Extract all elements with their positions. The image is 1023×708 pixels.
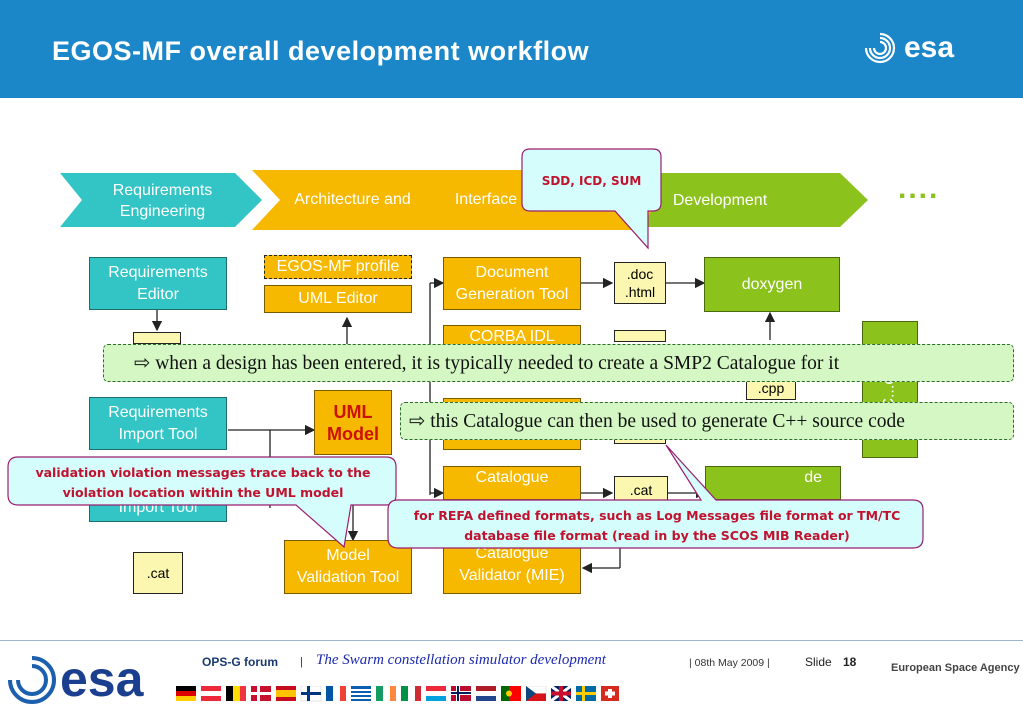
flag-luxembourg-icon (426, 686, 446, 701)
phase-interface-label: Interface (454, 191, 518, 208)
validation-callout-text: validation violation messages trace back… (35, 465, 371, 500)
esa-logo-top-text: esa (904, 31, 954, 64)
flag-norway-icon (451, 686, 471, 701)
phase-requirements-chevron (60, 173, 262, 227)
footer-presentation-title: The Swarm constellation simulator develo… (316, 652, 606, 668)
cpp-file: .cpp (746, 378, 796, 400)
requirements-import-tool-box[interactable]: Requirements Import Tool (89, 397, 227, 450)
flag-denmark-icon (251, 686, 271, 701)
phase-development-chevron (640, 173, 868, 227)
flag-switzerland-icon (601, 686, 619, 701)
flag-austria-icon (201, 686, 221, 701)
sdd-callout-text: SDD, ICD, SUM (541, 174, 642, 188)
refa-callout-text: for REFA defined formats, such as Log Me… (413, 508, 901, 543)
footer-slide-label: Slide (805, 655, 832, 669)
doc-html-file: .doc .html (614, 262, 666, 304)
flag-germany-icon (176, 686, 196, 701)
flag-belgium-icon (226, 686, 246, 701)
document-generation-tool-box[interactable]: Document Generation Tool (443, 257, 581, 310)
flag-greece-icon (351, 686, 371, 701)
header-bar (0, 0, 1023, 98)
member-flags-strip (176, 686, 619, 702)
flag-netherlands-icon (476, 686, 496, 701)
flag-uk-icon (550, 686, 572, 702)
page-title: EGOS-MF overall development workflow (52, 36, 590, 66)
sdd-callout-shape (521, 148, 662, 250)
flag-france-icon (326, 686, 346, 701)
uml-model-box[interactable]: UML Model (314, 390, 392, 455)
validation-callout-shape (7, 456, 397, 549)
model-validation-tool-box[interactable]: Model Validation Tool (284, 540, 412, 594)
egos-mf-profile-box[interactable]: EGOS-MF profile (264, 255, 412, 279)
code-generator-box[interactable]: de (705, 466, 841, 500)
flag-portugal-icon (501, 686, 521, 701)
footer-forum: OPS-G forum (202, 655, 279, 669)
requirements-editor-box[interactable]: Requirements Editor (89, 257, 227, 310)
cpp-generation-banner: ⇨ this Catalogue can then be used to gen… (400, 402, 1014, 440)
catalogue-box[interactable]: Catalogue (443, 466, 581, 500)
req-file-partial (133, 332, 181, 344)
phase-requirements-label: Requirements Engineering (112, 182, 213, 220)
esa-logo-icon: esa (864, 31, 954, 64)
flag-ireland-icon (376, 686, 396, 701)
footer-divider (0, 640, 1023, 641)
flag-sweden-icon (576, 686, 596, 701)
refa-callout-shape (387, 444, 924, 549)
flag-italy-icon (401, 686, 421, 701)
footer-date: | 08th May 2009 | (689, 657, 770, 669)
footer-separator: | (300, 656, 303, 668)
footer-slide-number: 18 (843, 655, 857, 669)
cat-file-left: .cat (133, 552, 183, 594)
esa-footer-logo-text: esa (60, 651, 145, 707)
phase-architecture-label: Architecture and (294, 191, 411, 208)
catalogue-validator-box[interactable]: Catalogue Validator (MIE) (443, 540, 581, 594)
flag-spain-icon (276, 686, 296, 701)
footer-agency: European Space Agency (891, 662, 1020, 674)
doxygen-box[interactable]: doxygen (704, 257, 840, 312)
smp2-catalogue-banner: ⇨ when a design has been entered, it is … (103, 344, 1014, 382)
idl-file-partial (614, 330, 666, 342)
corba-idl-box[interactable]: CORBA IDL (443, 325, 581, 347)
esa-footer-logo-icon: esa (8, 651, 145, 707)
phase-more-dots: .... (898, 172, 940, 205)
phase-development-label: Development (672, 192, 768, 209)
uml-editor-box[interactable]: UML Editor (264, 285, 412, 313)
flag-czech-icon (525, 686, 547, 701)
flag-finland-icon (300, 686, 322, 702)
